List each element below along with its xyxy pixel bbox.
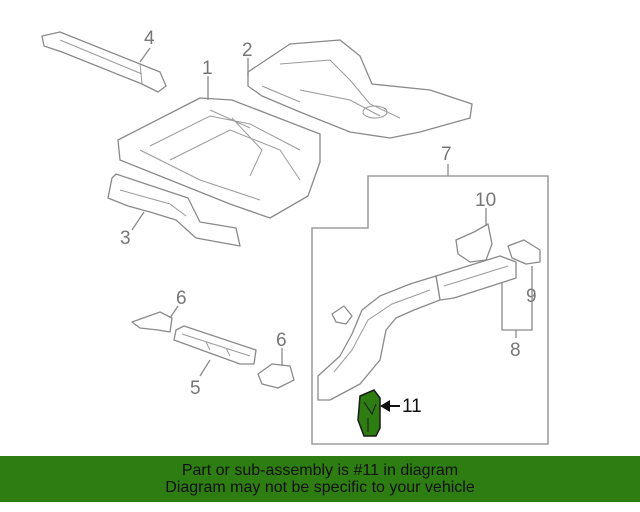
part-rocker-panel — [317, 275, 441, 401]
part-3-crossmember — [107, 173, 241, 247]
callout-6-right: 6 — [276, 330, 287, 351]
part-6-bracket-right — [257, 363, 295, 389]
callout-10: 10 — [475, 190, 496, 211]
callout-3-leader — [131, 211, 145, 231]
callout-8-leader — [501, 282, 533, 338]
part-1-floor-pan — [117, 97, 321, 219]
part-9-bracket — [507, 239, 541, 265]
group-7-box — [311, 175, 549, 445]
callout-9: 9 — [526, 286, 537, 307]
callout-1: 1 — [202, 58, 213, 79]
callout-3: 3 — [120, 228, 131, 249]
part-10-bracket — [455, 223, 493, 263]
callout-2: 2 — [242, 40, 253, 61]
callout-4: 4 — [144, 28, 155, 49]
banner-line-2: Diagram may not be specific to your vehi… — [165, 479, 475, 496]
part-4-rail — [41, 31, 167, 93]
callout-4-leader — [139, 47, 151, 63]
part-2-rear-floor — [247, 39, 473, 139]
callout-11-arrow — [380, 400, 390, 412]
part-5-reinforcement — [173, 325, 257, 365]
callout-6a-leader — [169, 305, 179, 319]
info-banner: Part or sub-assembly is #11 in diagram D… — [0, 456, 640, 502]
callout-8: 8 — [510, 340, 521, 361]
callout-7: 7 — [441, 144, 452, 165]
callout-6-left: 6 — [176, 288, 187, 309]
part-11-highlighted — [357, 389, 381, 437]
callout-5-leader — [199, 359, 211, 377]
callout-5: 5 — [190, 378, 201, 399]
part-8-rail — [435, 255, 517, 301]
part-6-bracket-left — [131, 311, 173, 333]
callout-11: 11 — [402, 396, 422, 417]
small-clip — [331, 305, 353, 325]
banner-line-1: Part or sub-assembly is #11 in diagram — [181, 462, 459, 479]
